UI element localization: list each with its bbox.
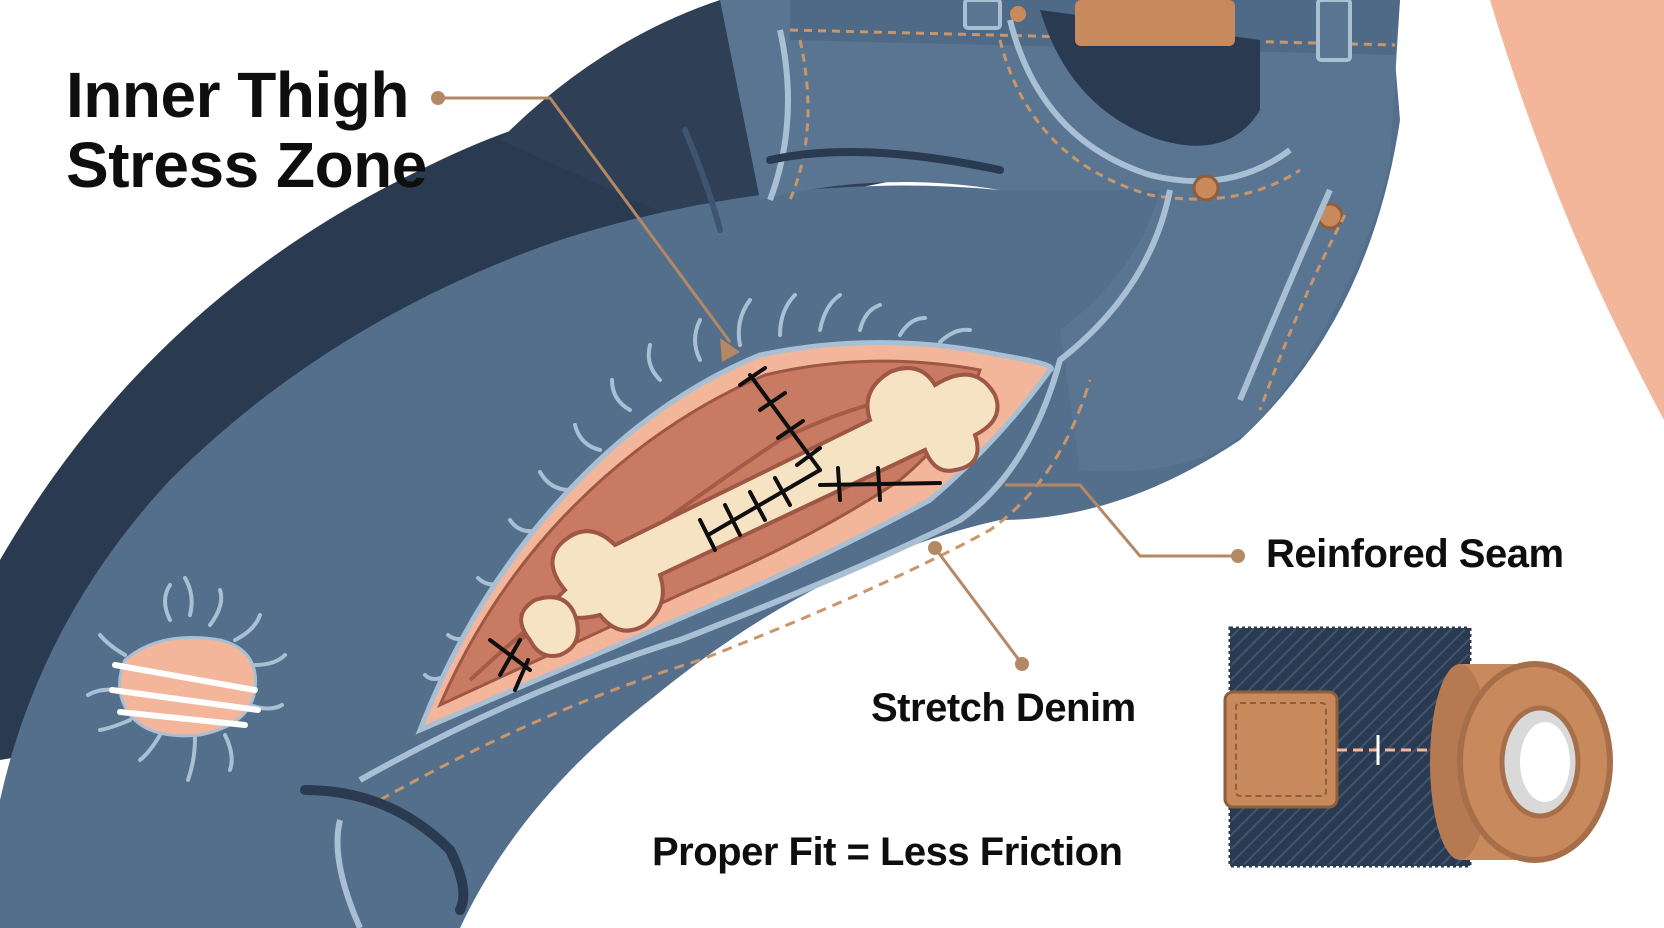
callout-proper-fit: Proper Fit = Less Friction (652, 830, 1123, 874)
leader-lines (438, 96, 1238, 665)
belt-loop (1316, 0, 1352, 62)
inseam-stitch (379, 379, 1092, 802)
leather-label (1075, 0, 1235, 46)
title-line-1: Inner Thigh (66, 59, 409, 131)
leader-arrowhead (720, 338, 740, 362)
belt-loop (963, 0, 1002, 30)
waistband-stitch (789, 28, 1396, 47)
femur-bone-icon (519, 366, 1000, 658)
knee-fold (334, 819, 363, 928)
diagram-title: Inner Thigh Stress Zone (66, 60, 427, 200)
rivet (1010, 6, 1026, 22)
pocket-edge (1007, 19, 1292, 185)
leather-patch-icon (1223, 690, 1339, 809)
rivet (1192, 174, 1220, 202)
inseam-outline (358, 189, 1173, 783)
crease-line (766, 148, 1004, 174)
tape-roll-icon (1430, 661, 1613, 863)
side-seam (1237, 188, 1333, 402)
knee-fold (300, 785, 469, 915)
knee-bandage-icon (86, 576, 287, 782)
callout-reinforced-seam: Reinfored Seam (1266, 532, 1564, 576)
leader-dot (1015, 657, 1029, 671)
fly-stitch (788, 39, 810, 201)
title-line-2: Stress Zone (66, 129, 427, 201)
stitches-icon (488, 366, 942, 692)
leader-dot (1231, 549, 1245, 563)
background-skin (1490, 0, 1664, 420)
fly-seam (767, 29, 791, 202)
leader-dot (928, 541, 942, 555)
crease-line (682, 127, 723, 233)
callout-stretch-denim: Stretch Denim (871, 686, 1136, 730)
side-seam-stitch (1258, 214, 1347, 411)
leader-dot (431, 91, 445, 105)
